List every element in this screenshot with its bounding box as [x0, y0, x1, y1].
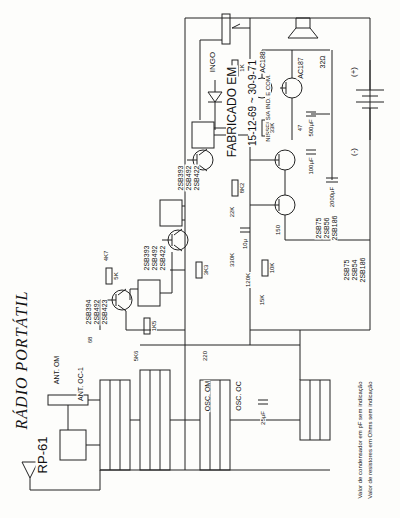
- resistor-symbol: [106, 268, 112, 284]
- part-label: 15-12-69 ~ 30-9-71: [248, 59, 258, 147]
- resistor-symbol: [144, 318, 150, 334]
- if-transformer: [160, 200, 182, 226]
- volume-pot: [222, 14, 230, 44]
- part-label: 8K2: [239, 182, 245, 195]
- part-label: ANT. OC-1: [77, 366, 84, 402]
- part-label: 150: [275, 224, 281, 236]
- part-label: RP-61: [36, 436, 49, 475]
- title-text: RÁDIO PORTÁTIL: [14, 290, 30, 431]
- resistor-symbol: [196, 262, 202, 278]
- part-label: 2SB492: [185, 165, 192, 192]
- part-label: 120K: [245, 272, 251, 288]
- pot-wiper: [200, 24, 250, 120]
- if-transformer: [138, 280, 160, 306]
- part-label: 2SB492: [93, 299, 100, 326]
- part-label: 2SB75: [343, 258, 350, 281]
- part-label: 32Ω: [319, 54, 326, 69]
- part-label: 2000μF: [329, 186, 335, 208]
- switch-wire: [250, 330, 300, 380]
- part-label: 2SB423: [101, 299, 108, 326]
- part-label: 2SB393: [177, 165, 184, 192]
- part-label: 3K3: [203, 264, 209, 277]
- speaker-symbol: [288, 18, 318, 38]
- part-label: 220: [202, 350, 208, 362]
- part-label: 2SB422: [159, 245, 166, 272]
- part-label: 2SB394: [85, 299, 92, 326]
- part-label: AC188: [259, 50, 266, 73]
- switch-contacts: [100, 370, 330, 470]
- part-label: 2SB393: [143, 245, 150, 272]
- part-label: 10μ: [242, 238, 248, 250]
- part-label: OSC. OC: [235, 380, 242, 412]
- audio-wire: [250, 50, 370, 240]
- supply-wire: [185, 18, 370, 470]
- agc-wire: [140, 18, 250, 345]
- part-label: 100μF: [308, 156, 314, 175]
- band-switch: [200, 380, 230, 470]
- part-label: INGO: [209, 51, 217, 73]
- part-label: OSC. OM: [204, 380, 211, 412]
- antenna-symbol: [22, 400, 100, 490]
- osc-coil: [60, 430, 86, 460]
- part-label: 2SB186: [359, 257, 366, 284]
- part-label: 2SB56: [323, 216, 330, 239]
- resistor-symbol: [232, 180, 238, 196]
- part-label: Valor de condensador em pF sem indicação: [357, 381, 363, 500]
- part-label: 1K: [239, 63, 245, 72]
- band-switch: [140, 370, 170, 470]
- part-label: 5K6: [133, 350, 139, 363]
- capacitor-symbol: [240, 50, 338, 404]
- part-label: 500μF: [308, 118, 314, 137]
- band-switch: [100, 380, 130, 470]
- transistor-leads: [106, 149, 207, 311]
- part-label: 15K: [259, 294, 265, 307]
- part-label: 22K: [229, 206, 235, 219]
- part-label: 68: [87, 336, 93, 345]
- part-label: Valor de resistores em Ohms sem indicaçã…: [367, 380, 373, 499]
- part-label: 2SB54: [351, 258, 358, 281]
- part-label: 1K5: [151, 320, 157, 333]
- part-label: 2SB75: [315, 216, 322, 239]
- part-label: (+): [350, 66, 358, 78]
- part-label: 2SB422: [193, 165, 200, 192]
- band-switch: [300, 380, 330, 440]
- resistor-symbol: [262, 260, 268, 276]
- if-transformer: [192, 122, 214, 148]
- part-label: 33K: [269, 122, 275, 135]
- part-label: 5K: [113, 271, 119, 280]
- part-label: 330K: [229, 252, 235, 268]
- part-label: (-): [350, 147, 358, 157]
- part-label: 4K7: [103, 250, 109, 263]
- battery-symbol: [356, 60, 384, 140]
- part-label: 2SB492: [151, 245, 158, 272]
- part-label: 10K: [269, 262, 275, 275]
- part-label: 2SB186: [331, 215, 338, 242]
- part-label: AC187: [297, 56, 304, 79]
- part-label: FABRICADO EM: [226, 66, 238, 159]
- part-label: 47: [297, 124, 303, 133]
- part-label: 25μF: [260, 410, 266, 426]
- part-label: ANT. OM: [53, 355, 60, 385]
